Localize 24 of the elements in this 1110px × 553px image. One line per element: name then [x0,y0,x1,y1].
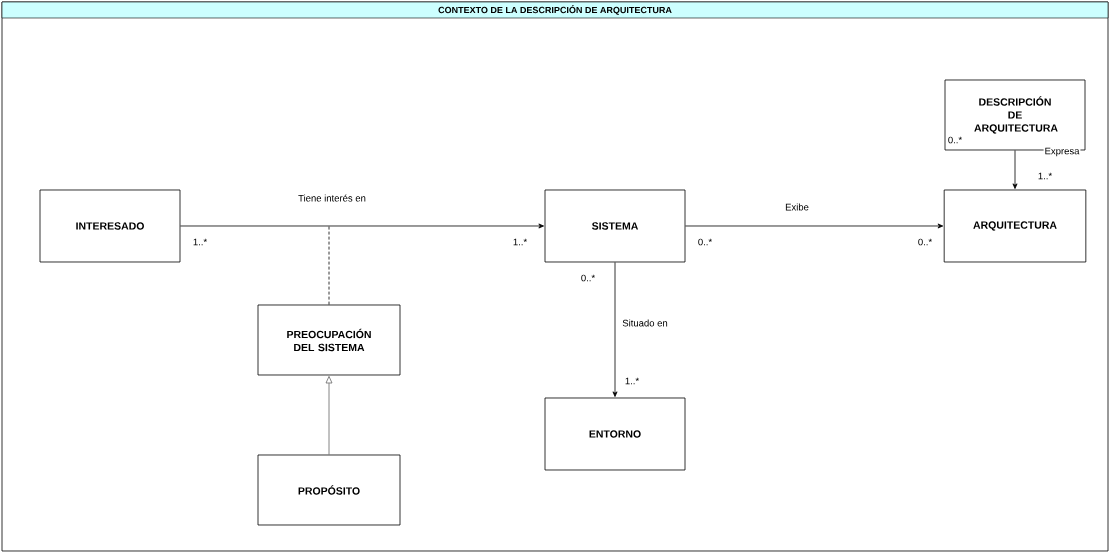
edge-label: Situado en [621,318,669,328]
class-box: PREOCUPACIÓN DEL SISTEMA [257,304,401,376]
edge-label: Expresa [1043,146,1081,158]
class-box: ENTORNO [544,397,686,471]
class-box: INTERESADO [39,189,181,263]
edge-label: Tiene interés en [297,193,367,203]
dashed-line [328,225,330,305]
arrow [325,376,333,455]
multiplicity-label: 0..* [918,238,932,246]
multiplicity-label: 1..* [513,238,527,246]
arrow [685,223,944,229]
multiplicity-label: 1..* [193,238,207,246]
arrow [180,223,544,229]
edge-label: Exibe [784,202,810,212]
multiplicity-label: 1..* [625,377,639,385]
multiplicity-label: 0..* [698,238,712,246]
arrow [612,262,618,397]
multiplicity-label: 1..* [1038,172,1052,180]
class-box: PROPÓSITO [257,454,401,526]
class-box: ARQUITECTURA [943,189,1087,263]
multiplicity-label: 0..* [948,136,962,144]
class-box: SISTEMA [544,189,686,263]
arrow [1012,150,1018,189]
multiplicity-label: 0..* [581,274,595,282]
